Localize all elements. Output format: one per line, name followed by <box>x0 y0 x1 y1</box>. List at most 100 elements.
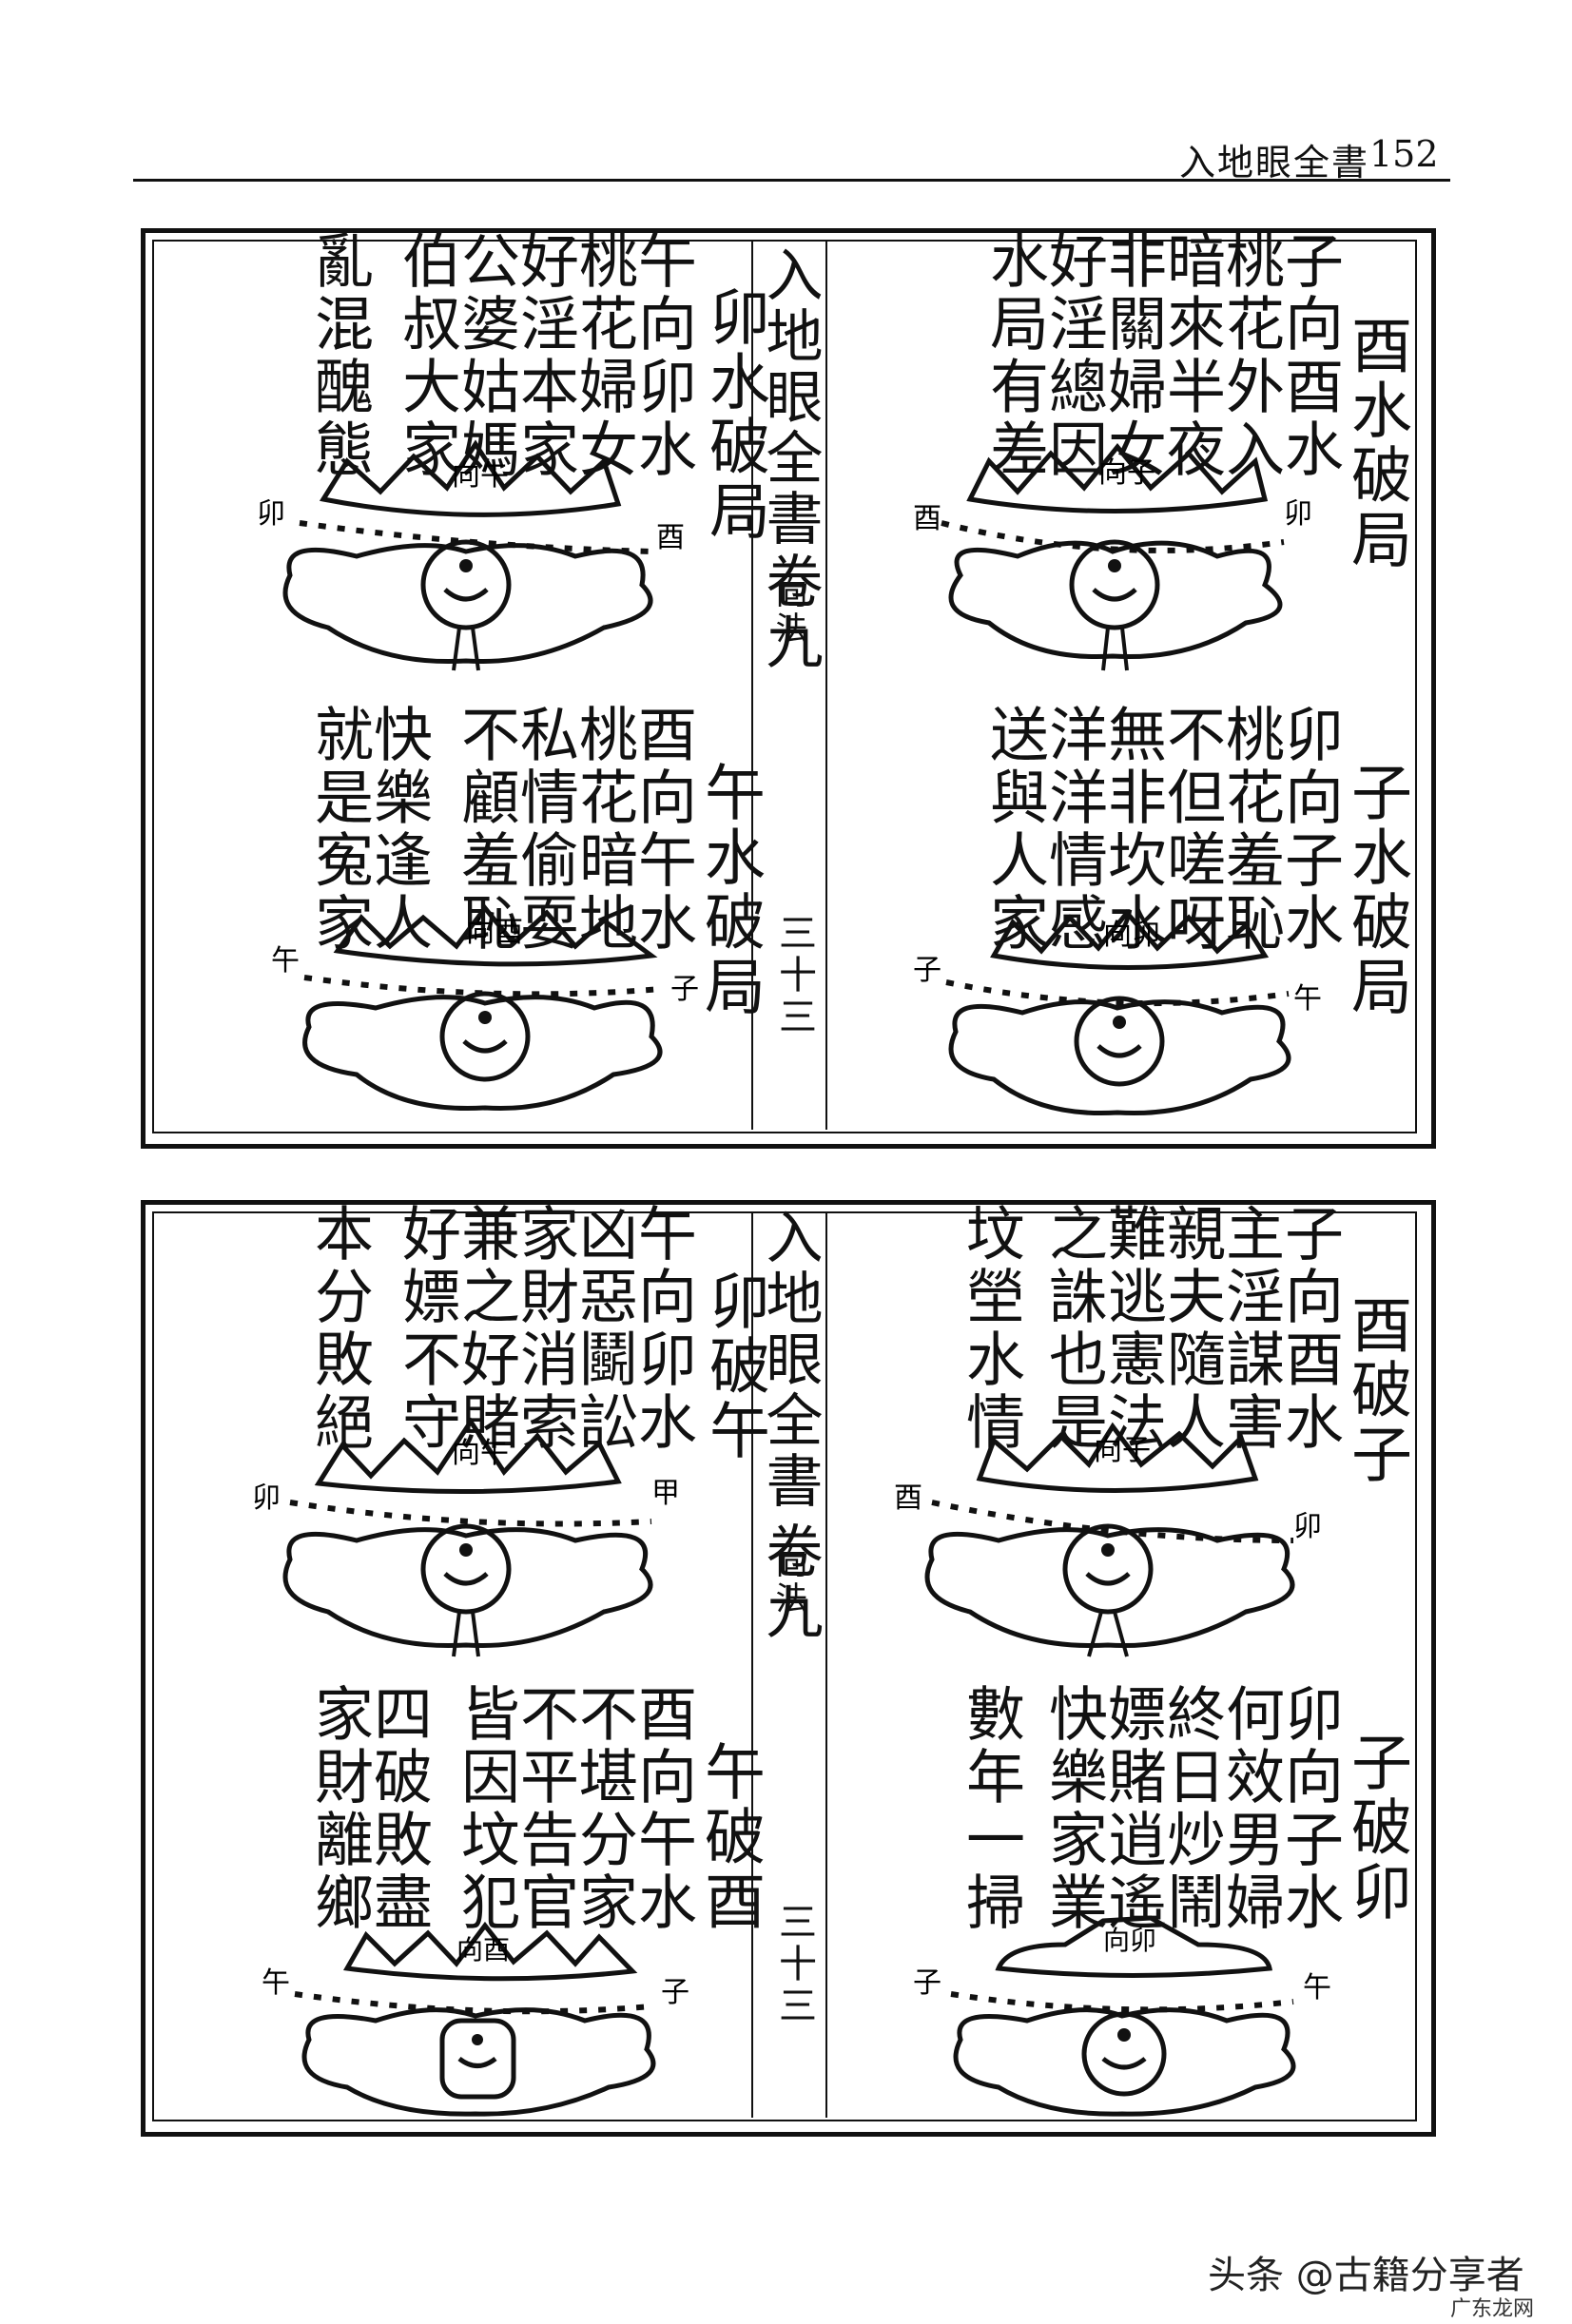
panel-bl-dir-label: 向酉 <box>466 916 523 949</box>
panel-br-title: 子水破局 <box>1341 761 1411 1019</box>
panel-br2-left-label: 子 <box>913 1966 941 2000</box>
panel-br2-col-2: 何效男婦 <box>1215 1683 1285 1934</box>
panel-tl2-title: 卯破午 <box>699 1269 769 1463</box>
panel-tr2-col-2: 主淫謀害 <box>1215 1203 1285 1454</box>
panel-br-col-5: 洋洋情感 <box>1038 704 1108 955</box>
panel-br2-right-label: 午 <box>1303 1971 1331 2004</box>
panel-tl-diagram: 向午 卯 酉 <box>252 433 689 680</box>
panel-tl-col-5: 伯叔大家 <box>392 230 461 481</box>
panel-br2-col-6: 數年一掃 <box>956 1683 1025 1934</box>
panel-tr-diagram: 向子 酉 卯 <box>903 433 1322 680</box>
bottom-spine <box>751 1211 827 2118</box>
panel-tl-col-4: 公婆姑媽 <box>451 230 520 481</box>
header-rule <box>133 179 1450 182</box>
panel-tr-title: 酉水破局 <box>1341 314 1411 572</box>
panel-bl2-title: 午破酉 <box>694 1740 765 1934</box>
panel-br-dir-label: 向卯 <box>1103 919 1160 952</box>
panel-br2-col-3: 終日炒鬧 <box>1156 1683 1226 1934</box>
panel-bl-right-label: 子 <box>670 973 699 1006</box>
panel-tr-col-3: 暗來半夜 <box>1156 230 1226 481</box>
top-sheet <box>141 228 1436 1149</box>
panel-br-diagram: 向卯 子 午 <box>908 899 1327 1127</box>
panel-tr2-col-3: 親夫隨人 <box>1156 1203 1226 1454</box>
panel-bl2-col-4: 皆因坟犯 <box>451 1683 520 1934</box>
panel-br2-col-5: 快樂家業 <box>1038 1683 1108 1934</box>
bottom-sheet <box>141 1200 1436 2137</box>
panel-tr-col-6: 水局有差 <box>980 230 1049 481</box>
panel-bl2-col-5: 四破敗盡 <box>363 1683 433 1934</box>
panel-bl-col-1: 酉向午水 <box>628 704 697 955</box>
panel-bl2-dir-label: 向酉 <box>456 1934 510 1966</box>
panel-tr-left-label: 酉 <box>913 502 941 535</box>
panel-br-col-3: 不但嗟呀 <box>1156 704 1226 955</box>
panel-bl-title: 午水破局 <box>694 761 765 1019</box>
panel-tl-right-label: 酉 <box>656 521 685 554</box>
bottom-spine-section: 向法 <box>769 1545 807 1617</box>
panel-br2-diagram: 向卯 子 午 <box>913 1907 1331 2117</box>
panel-bl2-col-3: 不平告官 <box>510 1683 579 1934</box>
page-number: 152 <box>1369 133 1439 175</box>
panel-bl-col-5: 快樂逢人 <box>363 704 433 955</box>
panel-bl-col-4: 不顧羞恥 <box>451 704 520 955</box>
panel-tl-col-2: 桃花婦女 <box>569 230 638 481</box>
panel-bl2-diagram: 向酉 午 子 <box>262 1907 689 2117</box>
panel-tl-col-6: 亂混醜態 <box>304 230 374 481</box>
bottom-spine-volume: 卷九 <box>756 1521 823 1643</box>
panel-tr-col-2: 桃花外入 <box>1215 230 1285 481</box>
panel-tr-col-4: 非關婦女 <box>1097 230 1167 481</box>
panel-br2-col-1: 卯向子水 <box>1274 1683 1344 1934</box>
panel-tl-title: 卯水破局 <box>699 285 769 544</box>
panel-tl2-right-label: 甲 <box>651 1477 680 1510</box>
panel-tr2-col-1: 子向酉水 <box>1274 1203 1344 1454</box>
watermark: 广东龙网 <box>1450 2297 1535 2321</box>
panel-br-col-6: 送與人家 <box>980 704 1049 955</box>
panel-tl2-col-3: 家財消索 <box>510 1203 579 1454</box>
panel-br2-title: 子破卯 <box>1341 1731 1411 1925</box>
panel-tl2-col-1: 午向卯水 <box>628 1203 697 1454</box>
panel-tr-col-1: 子向酉水 <box>1274 230 1344 481</box>
panel-bl-col-6: 就是寃家 <box>304 704 374 955</box>
panel-tr2-dir-label: 向子 <box>1094 1434 1151 1467</box>
panel-tr2-col-5: 之誅也是 <box>1038 1203 1108 1454</box>
panel-bl2-right-label: 子 <box>661 1976 689 2009</box>
bottom-spine-book: 入地眼全書 <box>756 1208 823 1512</box>
panel-tr2-left-label: 酉 <box>894 1482 922 1515</box>
panel-br-col-4: 無非坎水 <box>1097 704 1167 955</box>
top-spine <box>751 240 827 1130</box>
top-spine-section: 向法 <box>769 575 807 648</box>
panel-tr-dir-label: 向子 <box>1098 456 1155 490</box>
panel-br-col-1: 卯向子水 <box>1274 704 1344 955</box>
panel-bl-diagram: 向酉 午 子 <box>271 894 699 1132</box>
panel-br-right-label: 午 <box>1293 982 1322 1016</box>
panel-tl-dir-label: 向午 <box>452 459 509 493</box>
panel-tr2-right-label: 卯 <box>1293 1510 1322 1543</box>
top-spine-folio: 三十三 <box>772 913 816 1038</box>
panel-bl2-col-2: 不堪分家 <box>569 1683 638 1934</box>
running-head-title: 入地眼全書 <box>1179 142 1370 184</box>
panel-bl2-col-1: 酉向午水 <box>628 1683 697 1934</box>
top-sheet-inner <box>152 240 1417 1133</box>
panel-tl2-dir-label: 向午 <box>452 1437 509 1470</box>
bottom-spine-folio: 三十三 <box>772 1902 816 2027</box>
panel-tr2-title: 酉破子 <box>1341 1293 1411 1487</box>
panel-tr2-col-6: 坟塋水情 <box>956 1203 1025 1454</box>
bottom-sheet-inner <box>152 1211 1417 2121</box>
panel-tl2-col-2: 凶惡鬬訟 <box>569 1203 638 1454</box>
panel-br2-dir-label: 向卯 <box>1103 1925 1156 1956</box>
panel-br-col-2: 桃花羞恥 <box>1215 704 1285 955</box>
panel-br-left-label: 子 <box>913 954 941 987</box>
panel-bl2-left-label: 午 <box>262 1966 290 2000</box>
panel-bl-col-2: 桃花暗地 <box>569 704 638 955</box>
panel-tl-col-3: 好淫本家 <box>510 230 579 481</box>
top-spine-volume: 卷九 <box>756 552 823 673</box>
panel-tl2-left-label: 卯 <box>252 1482 281 1515</box>
panel-tr-col-5: 好淫總因 <box>1038 230 1108 481</box>
panel-tr2-col-4: 難逃憲法 <box>1097 1203 1167 1454</box>
panel-tr2-diagram: 向子 酉 卯 <box>894 1407 1331 1664</box>
panel-br2-col-4: 嫖賭逍遙 <box>1097 1683 1167 1934</box>
panel-tr-right-label: 卯 <box>1284 497 1312 531</box>
panel-tl2-col-6: 本分敗絕 <box>304 1203 374 1454</box>
panel-tl2-col-4: 兼之好賭 <box>451 1203 520 1454</box>
source-credit: 头条 @古籍分享者 <box>1208 2254 1524 2297</box>
panel-tl-col-1: 午向卯水 <box>628 230 697 481</box>
